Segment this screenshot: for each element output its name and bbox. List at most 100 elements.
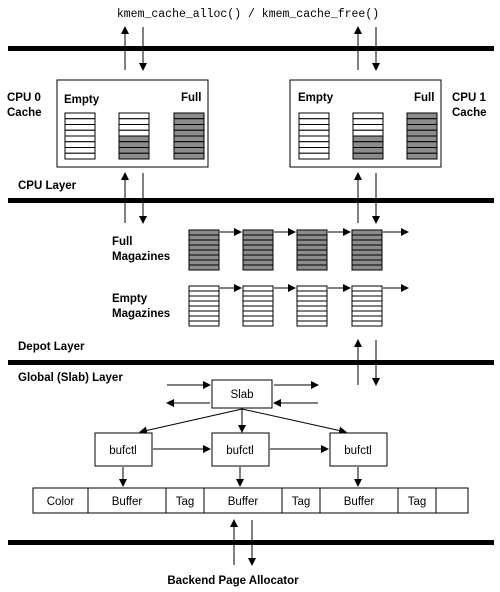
magazine-slot: [242, 264, 274, 271]
bufctl-1-label: bufctl: [109, 445, 137, 457]
magazine-slot: [298, 141, 330, 148]
magazine-slot: [64, 129, 96, 137]
depot-layer-bar: [8, 360, 494, 365]
slab-to-bufctl1-arrow: [139, 408, 243, 435]
empty-magazines-label-1: Empty: [112, 293, 148, 305]
cpu0-loaded-magazine: [118, 112, 150, 160]
bufctl-3-box: [329, 432, 388, 467]
memory-cell-label: Tag: [292, 496, 311, 508]
magazine-slot: [64, 124, 96, 131]
memory-cell-label: Buffer: [228, 496, 259, 508]
magazines-group: [64, 112, 438, 327]
magazine-slot: [173, 135, 205, 143]
magazine-slot: [242, 285, 274, 292]
magazine-slot: [188, 264, 220, 271]
magazine-slot: [298, 152, 330, 160]
magazine-slot: [173, 129, 205, 137]
magazine-slot: [173, 112, 205, 120]
depot-layer-label: Depot Layer: [18, 341, 85, 353]
memory-cell-label: Color: [47, 496, 75, 508]
magazine-slot: [188, 290, 220, 297]
slab-label: Slab: [230, 389, 253, 401]
magazine-slot: [406, 147, 438, 154]
magazine-slot: [296, 290, 328, 297]
memory-cell-label: Tag: [408, 496, 427, 508]
cpu1-full-label: Full: [414, 92, 434, 104]
magazine-slot: [118, 152, 150, 160]
magazine-slot: [242, 320, 274, 327]
magazine-slot: [298, 135, 330, 143]
magazine-slot: [351, 310, 383, 317]
magazine-slot: [352, 112, 384, 120]
magazine-slot: [242, 305, 274, 312]
magazine-slot: [296, 285, 328, 292]
magazine-slot: [64, 147, 96, 154]
magazine-slot: [118, 124, 150, 131]
magazine-slot: [296, 259, 328, 266]
magazine-slot: [242, 239, 274, 246]
bufctl-3-label: bufctl: [344, 445, 372, 457]
magazine-slot: [296, 305, 328, 312]
magazine-slot: [296, 244, 328, 251]
magazine-slot: [406, 135, 438, 143]
depot-empty-magazine: [351, 285, 383, 327]
magazine-slot: [351, 285, 383, 292]
bufctl-arrows: [119, 445, 362, 487]
memory-cell: [203, 487, 283, 514]
magazine-slot: [64, 118, 96, 125]
magazine-slot: [351, 305, 383, 312]
magazine-slot: [351, 254, 383, 261]
cpu0-empty-label: Empty: [64, 94, 100, 106]
cpu1-empty-label: Empty: [298, 92, 334, 104]
magazine-slot: [351, 259, 383, 266]
magazine-slot: [406, 124, 438, 131]
magazine-slot: [188, 320, 220, 327]
depot-empty-magazine: [188, 285, 220, 327]
magazine-slot: [406, 112, 438, 120]
magazine-slot: [118, 118, 150, 125]
backend-boundary-bar: [8, 540, 494, 545]
cpu0-full-label: Full: [181, 92, 201, 104]
magazine-slot: [242, 254, 274, 261]
memory-cell-label: Tag: [176, 496, 195, 508]
magazine-slot: [188, 234, 220, 241]
bufctl-2-label: bufctl: [226, 445, 254, 457]
magazine-slot: [296, 310, 328, 317]
magazine-slot: [351, 300, 383, 307]
depot-full-magazine: [242, 229, 274, 271]
magazine-slot: [242, 229, 274, 236]
magazine-slot: [352, 118, 384, 125]
magazine-slot: [188, 295, 220, 302]
magazine-slot: [118, 129, 150, 137]
magazine-slot: [296, 254, 328, 261]
depot-full-magazine: [296, 229, 328, 271]
magazine-slot: [188, 259, 220, 266]
memory-cell-label: Buffer: [112, 496, 143, 508]
magazine-slot: [118, 147, 150, 154]
connector-arrows: [121, 26, 380, 566]
cpu0-full-magazine: [173, 112, 205, 160]
magazine-slot: [188, 305, 220, 312]
memory-cell: [87, 487, 167, 514]
memory-cell: [32, 487, 89, 514]
magazine-slot: [64, 112, 96, 120]
cpu1-empty-magazine: [298, 112, 330, 160]
magazine-slot: [188, 254, 220, 261]
api-label: kmem_cache_alloc() / kmem_cache_free(): [117, 8, 379, 21]
magazine-slot: [351, 234, 383, 241]
magazine-slot: [298, 124, 330, 131]
magazine-slot: [188, 229, 220, 236]
magazine-slot: [173, 118, 205, 125]
magazine-slot: [118, 135, 150, 143]
magazine-slot: [188, 244, 220, 251]
magazine-slot: [64, 152, 96, 160]
slab-to-bufctl3-arrow: [241, 408, 347, 435]
magazine-slot: [406, 152, 438, 160]
backend-page-allocator-label: Backend Page Allocator: [167, 575, 299, 587]
cpu1-cache-label: Cache: [452, 107, 487, 119]
magazine-slot: [173, 147, 205, 154]
magazine-slot: [351, 264, 383, 271]
slab-list-arrows: [139, 381, 347, 435]
